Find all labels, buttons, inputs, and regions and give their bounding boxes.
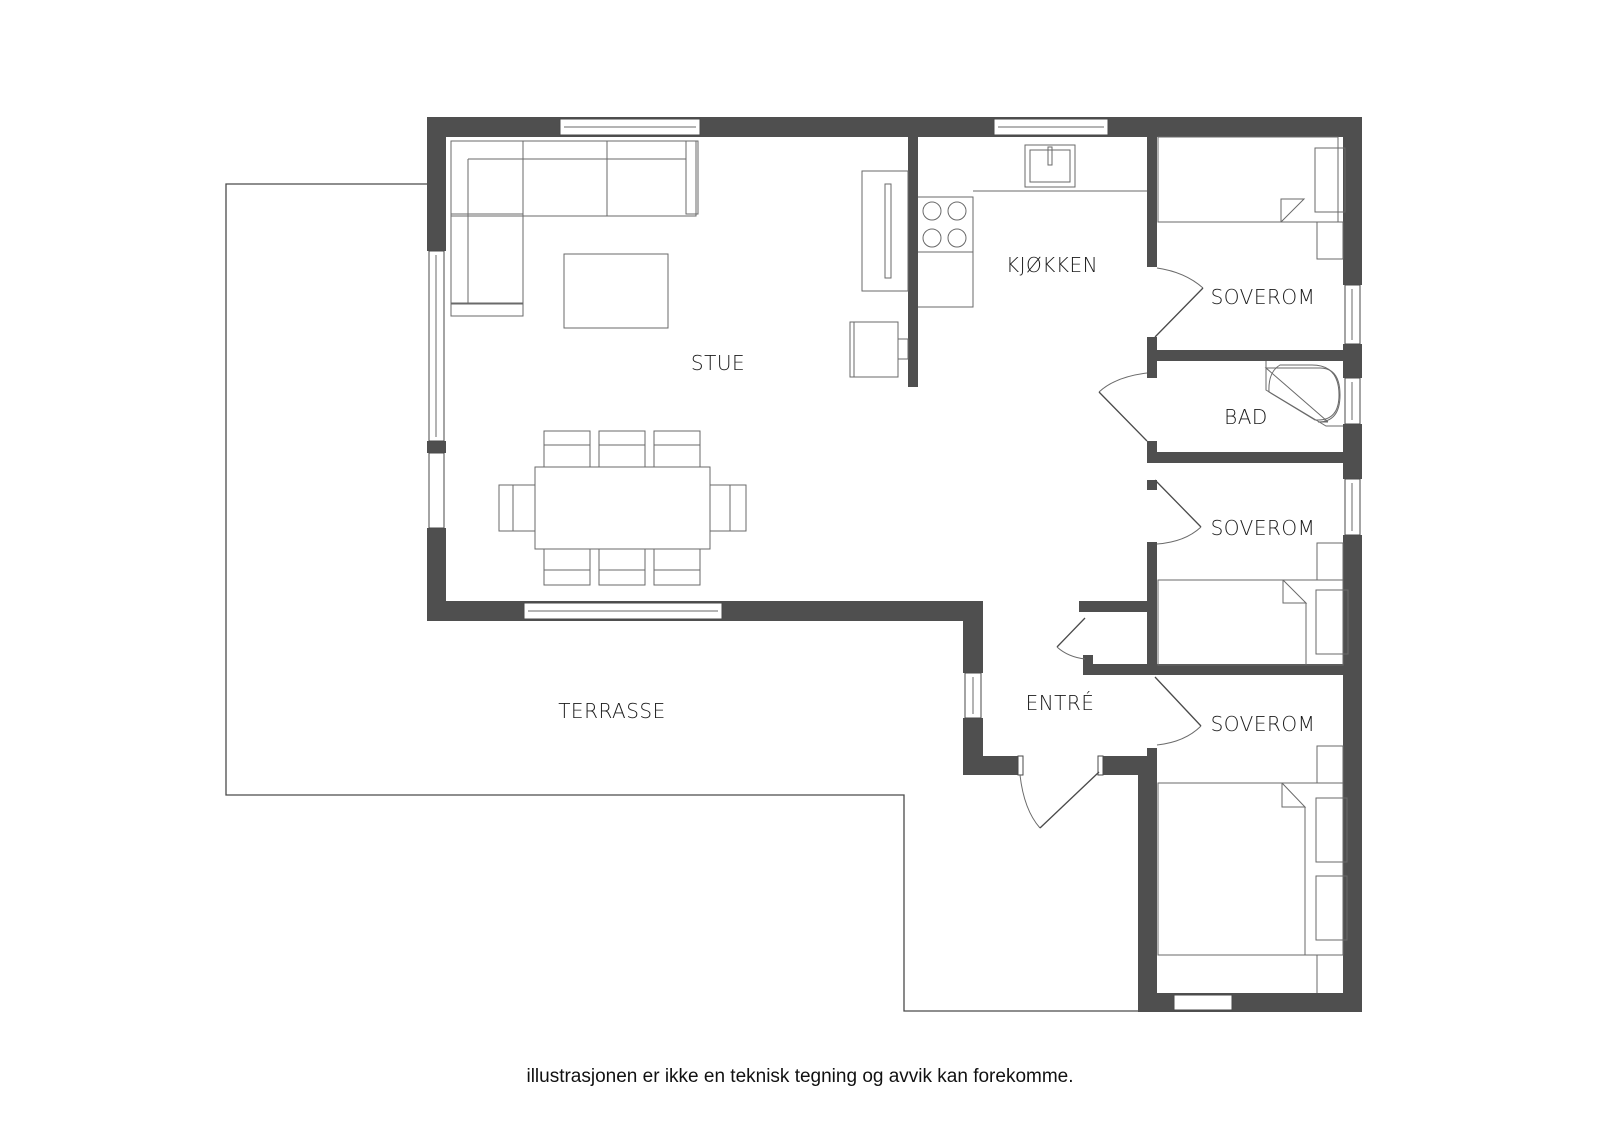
coffee-table-icon: [563, 253, 669, 329]
terrace-outline: [225, 183, 1138, 1012]
room-label-stue: STUE: [691, 351, 745, 375]
sink-icon: [1024, 144, 1076, 188]
room-label-soverom-2: SOVEROM: [1211, 516, 1316, 540]
walls: [427, 117, 1362, 1012]
room-label-soverom-3: SOVEROM: [1211, 712, 1316, 736]
bed-icon-3: [1157, 745, 1348, 993]
bed-icon: [1157, 136, 1346, 260]
stove-icon: [922, 201, 967, 248]
windows: [428, 118, 1361, 1011]
sofa-icon: [450, 140, 699, 317]
room-label-kjokken: KJØKKEN: [1006, 253, 1098, 277]
bathtub-icon: [1264, 367, 1341, 423]
room-label-terrasse: TERRASSE: [558, 699, 666, 723]
bathtub-basin: [1268, 364, 1340, 421]
disclaimer-text: illustrasjonen er ikke en teknisk tegnin…: [526, 1066, 1074, 1087]
kitchen-counter-icon: [918, 190, 1147, 308]
room-label-soverom-1: SOVEROM: [1211, 285, 1316, 309]
armchair-icon: [849, 321, 909, 378]
dining-table-icon: [498, 430, 747, 586]
tv-unit-icon: [861, 170, 909, 292]
room-label-entre: ENTRÉ: [1026, 691, 1095, 715]
bed-icon-2: [1157, 542, 1349, 666]
doors: [1017, 267, 1204, 829]
room-label-bad: BAD: [1224, 405, 1268, 429]
